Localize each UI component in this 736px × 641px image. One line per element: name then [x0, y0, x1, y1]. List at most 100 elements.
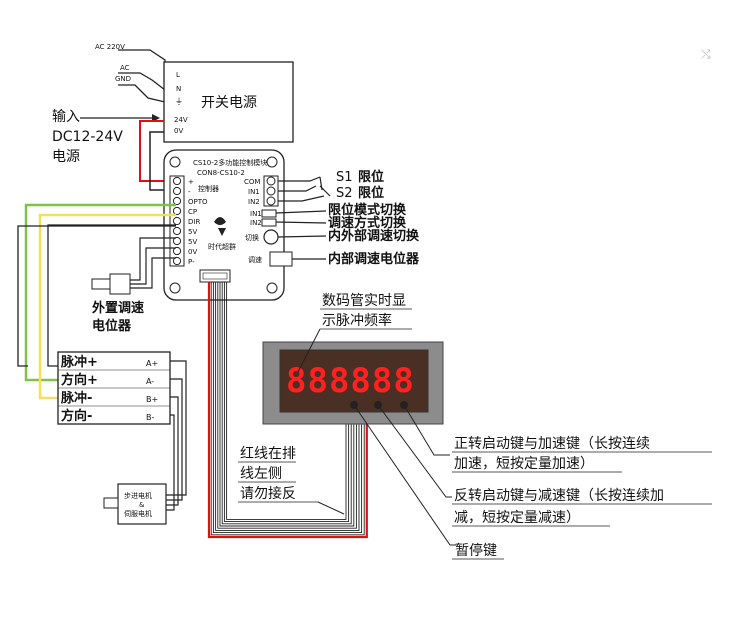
- driver-left-label: 方向+: [61, 372, 98, 388]
- left-pin-label: 5V: [188, 228, 197, 236]
- ac-220v-label: AC 220V: [95, 43, 125, 51]
- right-pin-in1: IN1: [248, 188, 260, 196]
- controller-model-line2: CON8-CS10-2: [197, 169, 245, 177]
- controller-center-label: 控制器: [198, 184, 219, 193]
- limit1-label: 限位: [358, 169, 384, 185]
- left-terminal-screw: [172, 256, 182, 266]
- rev-key-label-2: 减，短按定量减速）: [454, 510, 580, 526]
- yellow-wire: [38, 213, 176, 400]
- green-wire: [24, 203, 176, 382]
- dip-switch-1[interactable]: [261, 209, 277, 218]
- left-terminal-screw: [172, 176, 182, 186]
- key-pointers: [353, 404, 456, 546]
- ribbon-wire: [207, 282, 368, 539]
- corner-icon[interactable]: ⤭: [701, 47, 711, 61]
- fwd-key-label-2: 加速，短按定量加速）: [454, 456, 594, 472]
- driver-left-label: 方向-: [61, 408, 92, 424]
- left-terminal-screw: [172, 196, 182, 206]
- right-pin-com: COM: [244, 178, 260, 186]
- rev-key-label-1: 反转启动键与减速键（长按连续加: [454, 487, 664, 504]
- black-wire-2: [17, 225, 176, 367]
- left-pin-label: CP: [188, 208, 197, 216]
- left-pin-label: 5V: [188, 238, 197, 246]
- pause-key-label: 暂停键: [455, 542, 497, 559]
- motor: 步进电机 & 伺服电机: [103, 483, 167, 525]
- driver-right-label: A+: [146, 359, 158, 368]
- mode-switch-knob[interactable]: [263, 229, 279, 245]
- ps-terminal-24v: 24V: [174, 116, 188, 124]
- ribbon-wire: [221, 282, 352, 525]
- ribbon-wire: [217, 282, 357, 529]
- black-wire-1: [47, 224, 176, 367]
- driver-right-label: B-: [146, 413, 154, 422]
- input-label-1: 输入: [52, 109, 80, 125]
- left-pin-label: -: [188, 188, 191, 196]
- switch-annotation-lines: [275, 210, 327, 260]
- left-terminal-screw: [172, 246, 182, 256]
- ext-pot-label-2: 电位器: [92, 318, 132, 334]
- power-wire-24v: [139, 120, 180, 182]
- int-pot-label: 内部调速电位器: [328, 251, 420, 267]
- display-label-2: 示脉冲频率: [322, 312, 392, 329]
- red-line-label-3: 请勿接反: [240, 485, 296, 502]
- left-terminal-screw: [172, 226, 182, 236]
- dip-switch-2[interactable]: [261, 218, 277, 227]
- ribbon-cable: [207, 282, 368, 539]
- power-supply-box: [163, 61, 294, 143]
- s1-label: S1: [336, 170, 353, 185]
- driver-labels: 脉冲+ 方向+ 脉冲- 方向- A+ A- B+ B-: [60, 354, 158, 424]
- ribbon-wire: [219, 282, 355, 527]
- limit-switch-wires: [278, 176, 331, 202]
- red-line-pointer: [317, 501, 345, 515]
- motor-wires: [166, 360, 187, 511]
- left-terminal-screw: [172, 206, 182, 216]
- left-pin-label: OPTO: [188, 198, 208, 206]
- red-line-label-2: 线左侧: [240, 466, 282, 482]
- limit-mode-label: 限位模式切换: [328, 202, 407, 218]
- ribbon-wire: [215, 282, 360, 531]
- internal-pot[interactable]: [269, 251, 293, 267]
- ribbon-wire: [212, 282, 363, 534]
- ribbon-wire: [210, 282, 365, 536]
- ps-terminal-l: L: [176, 71, 180, 79]
- svg-text:时代超群: 时代超群: [208, 242, 236, 251]
- external-pot[interactable]: [91, 273, 131, 295]
- left-pin-labels: + - OPTO CP DIR 5V 5V 0V P-: [188, 178, 208, 266]
- left-pin-label: DIR: [188, 218, 200, 226]
- fwd-key-label-1: 正转启动键与加速键（长按连续: [454, 435, 650, 452]
- left-terminal-screws: [172, 176, 182, 266]
- dip-label-1: IN1: [250, 210, 262, 218]
- ext-pot-label-1: 外置调速: [91, 300, 144, 316]
- left-terminal-screw: [172, 236, 182, 246]
- driver-left-label: 脉冲-: [60, 390, 92, 406]
- power-supply-title: 开关电源: [201, 95, 257, 111]
- left-pin-label: 0V: [188, 248, 197, 256]
- left-pin-label: +: [188, 178, 194, 186]
- speed-mode-label: 调速方式切换: [328, 215, 407, 231]
- limit2-label: 限位: [358, 185, 384, 201]
- input-label-2: DC12-24V: [52, 129, 123, 145]
- left-terminal-screw: [172, 186, 182, 196]
- driver-left-label: 脉冲+: [60, 354, 98, 370]
- input-label-3: 电源: [52, 149, 80, 165]
- red-line-label-1: 红线在排: [240, 446, 296, 462]
- ps-terminal-n: N: [176, 85, 181, 93]
- display-pointer: [297, 328, 321, 373]
- left-pin-label: P-: [188, 258, 195, 266]
- knob-label: 调速: [248, 255, 262, 264]
- ext-pot-wires: [130, 237, 176, 289]
- brand-logo: 时代超群: [208, 217, 236, 251]
- motor-line1: 步进电机: [124, 491, 152, 500]
- int-ext-label: 内外部调速切换: [328, 228, 420, 244]
- right-pin-in2: IN2: [248, 198, 260, 206]
- gnd-label: GND: [115, 75, 131, 83]
- motor-line2: &: [139, 501, 145, 509]
- driver-right-label: A-: [146, 377, 154, 386]
- ps-ground-icon: ⏚: [175, 97, 183, 106]
- left-terminal-screw: [172, 216, 182, 226]
- driver-right-label: B+: [146, 395, 158, 404]
- display-digits: 888888: [286, 361, 415, 401]
- dip-label-2: IN2: [250, 219, 262, 227]
- display-label-1: 数码管实时显: [322, 293, 406, 309]
- motor-line3: 伺服电机: [124, 509, 152, 518]
